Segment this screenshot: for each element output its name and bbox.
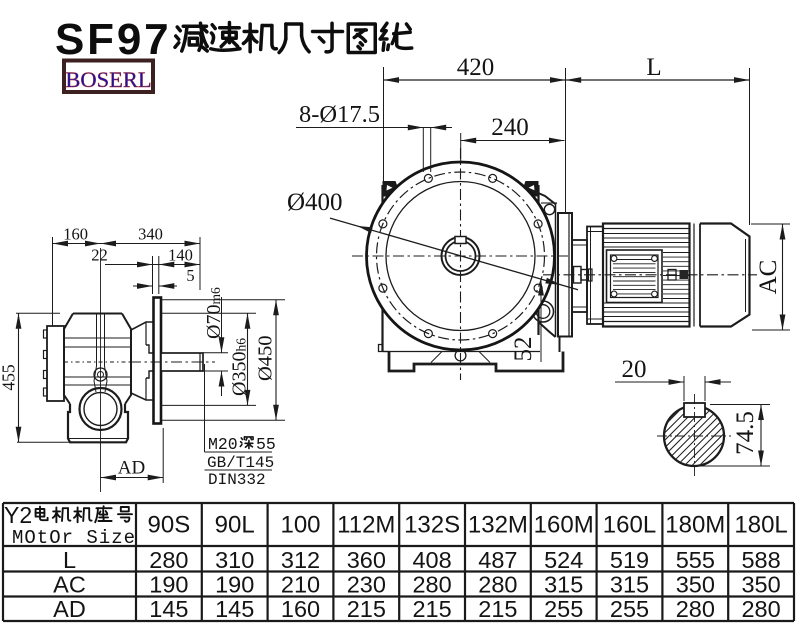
svg-text:420: 420 — [457, 54, 495, 81]
svg-text:MOtOr Size: MOtOr Size — [12, 527, 136, 549]
svg-text:Ø350h6: Ø350h6 — [229, 338, 251, 396]
svg-text:52: 52 — [510, 337, 537, 362]
svg-text:340: 340 — [138, 225, 163, 244]
svg-text:180L: 180L — [734, 512, 787, 539]
svg-text:L: L — [63, 547, 76, 573]
svg-text:140: 140 — [168, 246, 193, 265]
svg-text:AD: AD — [118, 458, 145, 479]
svg-text:215: 215 — [347, 596, 386, 622]
svg-text:BOSERL: BOSERL — [65, 67, 151, 92]
svg-text:210: 210 — [281, 572, 320, 598]
svg-text:SF97: SF97 — [55, 15, 171, 64]
svg-text:190: 190 — [149, 572, 188, 598]
svg-text:112M: 112M — [337, 512, 395, 539]
svg-text:L: L — [646, 54, 661, 81]
svg-text:230: 230 — [347, 572, 386, 598]
svg-text:5: 5 — [186, 266, 194, 285]
svg-text:315: 315 — [544, 572, 583, 598]
svg-text:Ø400: Ø400 — [287, 189, 343, 216]
svg-text:AC: AC — [755, 260, 782, 295]
svg-text:215: 215 — [478, 596, 517, 622]
svg-text:132S: 132S — [404, 512, 460, 539]
svg-text:55: 55 — [256, 435, 276, 454]
svg-text:555: 555 — [676, 547, 715, 573]
svg-text:145: 145 — [215, 596, 254, 622]
svg-text:310: 310 — [215, 547, 254, 573]
svg-text:519: 519 — [610, 547, 649, 573]
svg-text:AC: AC — [53, 572, 86, 598]
svg-text:160L: 160L — [603, 512, 656, 539]
svg-text:350: 350 — [741, 572, 780, 598]
svg-text:315: 315 — [610, 572, 649, 598]
svg-text:524: 524 — [544, 547, 583, 573]
svg-text:AD: AD — [53, 596, 86, 622]
svg-text:588: 588 — [741, 547, 780, 573]
svg-text:280: 280 — [149, 547, 188, 573]
svg-text:145: 145 — [149, 596, 188, 622]
svg-text:100: 100 — [280, 512, 320, 539]
svg-text:Ø450: Ø450 — [255, 335, 277, 381]
svg-text:255: 255 — [544, 596, 583, 622]
svg-text:8-Ø17.5: 8-Ø17.5 — [299, 101, 380, 128]
svg-text:DIN332: DIN332 — [208, 471, 266, 489]
svg-text:74.5: 74.5 — [732, 411, 759, 455]
svg-text:408: 408 — [412, 547, 451, 573]
svg-text:312: 312 — [281, 547, 320, 573]
svg-text:GB/T145: GB/T145 — [207, 454, 274, 472]
svg-text:487: 487 — [478, 547, 517, 573]
svg-text:190: 190 — [215, 572, 254, 598]
svg-text:20: 20 — [622, 356, 647, 383]
svg-text:280: 280 — [412, 572, 451, 598]
svg-text:22: 22 — [91, 246, 108, 265]
svg-text:180M: 180M — [665, 512, 725, 539]
svg-text:160: 160 — [281, 596, 320, 622]
svg-text:255: 255 — [610, 596, 649, 622]
svg-text:215: 215 — [412, 596, 451, 622]
svg-text:90L: 90L — [215, 512, 255, 539]
svg-text:160: 160 — [63, 225, 88, 244]
svg-text:280: 280 — [478, 572, 517, 598]
svg-text:90S: 90S — [148, 512, 191, 539]
svg-text:350: 350 — [676, 572, 715, 598]
svg-text:160M: 160M — [534, 512, 594, 539]
svg-text:280: 280 — [741, 596, 780, 622]
svg-text:280: 280 — [676, 596, 715, 622]
svg-text:455: 455 — [0, 364, 19, 391]
svg-text:132M: 132M — [468, 512, 528, 539]
svg-text:240: 240 — [491, 114, 529, 141]
svg-text:Y2: Y2 — [4, 502, 32, 528]
svg-text:360: 360 — [347, 547, 386, 573]
svg-text:M20: M20 — [208, 435, 238, 454]
